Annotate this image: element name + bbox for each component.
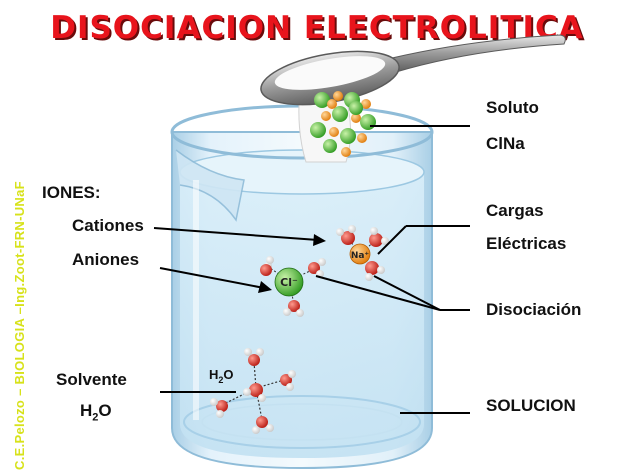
chloride-ion: Cl⁻ xyxy=(260,256,326,317)
label-disociacion: Disociación xyxy=(486,300,582,319)
chloride-ion-label: Cl⁻ xyxy=(280,276,298,289)
sodium-ion-label: Na⁺ xyxy=(351,251,370,261)
author-credit: C.E.Pelozo – BIOLOGIA –Ing.Zoot-FRN-UNaF xyxy=(12,181,27,470)
label-clna: ClNa xyxy=(486,134,525,153)
label-solvente: Solvente xyxy=(56,370,127,389)
slide-title: DISOCIACION ELECTROLITICA xyxy=(50,10,584,46)
annotation-lines xyxy=(160,125,470,414)
label-cationes: Cationes xyxy=(72,216,144,235)
arrows xyxy=(153,227,326,293)
label-soluto: Soluto xyxy=(486,98,539,117)
label-electricas: Eléctricas xyxy=(486,234,567,253)
water-formula: H2O xyxy=(209,367,234,385)
water-cluster: H2O xyxy=(209,348,296,434)
label-h2o: H2O xyxy=(80,401,112,424)
label-aniones: Aniones xyxy=(72,250,140,269)
nacl-crystal xyxy=(310,91,376,157)
label-iones: IONES: xyxy=(42,183,101,202)
label-cargas: Cargas xyxy=(486,201,544,220)
label-solucion: SOLUCION xyxy=(486,396,576,415)
spoon xyxy=(260,34,566,106)
sodium-ion: Na⁺ xyxy=(336,225,389,281)
